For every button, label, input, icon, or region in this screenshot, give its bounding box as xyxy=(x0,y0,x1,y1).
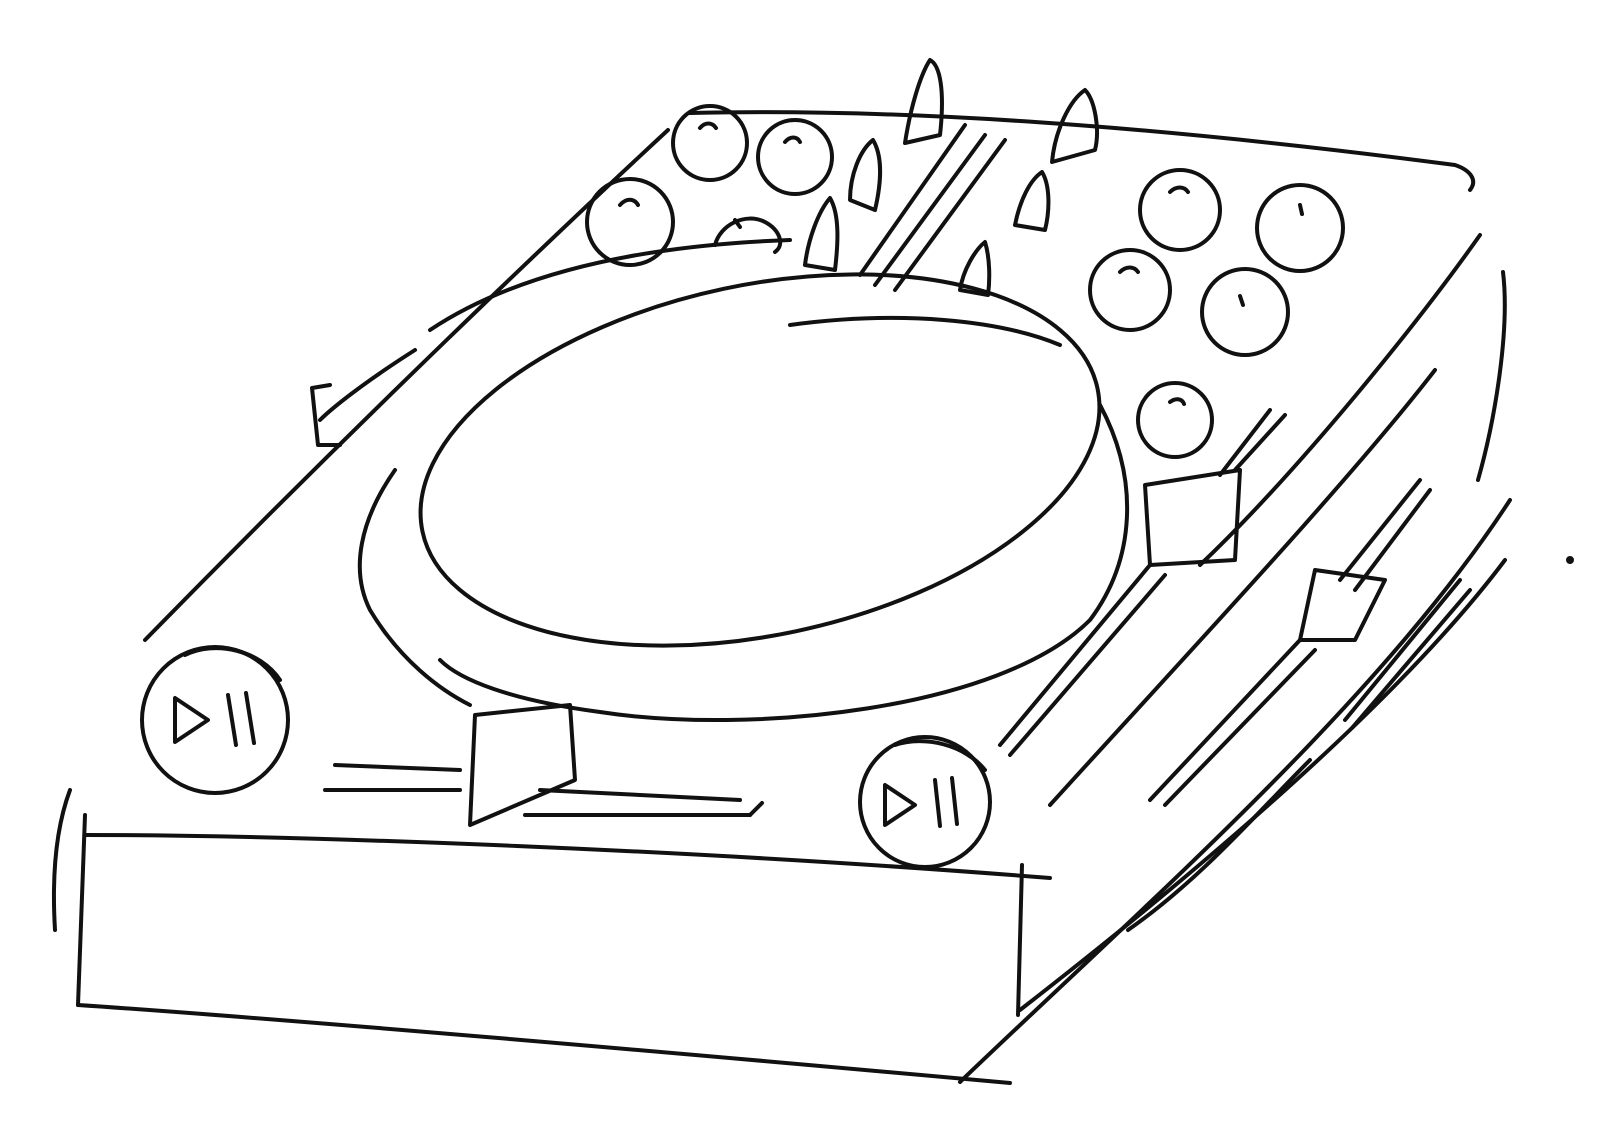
crossfader-end-stop xyxy=(748,801,764,817)
top-left-edge-lower xyxy=(318,348,417,422)
knob-right-2-indicator xyxy=(1298,203,1304,216)
pitch-slider-c-track[interactable] xyxy=(1343,578,1462,722)
left-bracket-mark xyxy=(310,383,342,447)
jog-wheel-top[interactable] xyxy=(386,217,1134,703)
knob-right-2[interactable] xyxy=(1255,183,1345,273)
knob-top-left-2[interactable] xyxy=(756,118,834,196)
jog-wheel[interactable] xyxy=(357,217,1134,722)
knob-top-left-2-indicator xyxy=(783,135,802,144)
center-track-1[interactable] xyxy=(858,123,967,277)
pitch-sliders xyxy=(998,408,1472,807)
knob-left-2-indicator xyxy=(733,218,742,229)
platter-rear-lip xyxy=(788,315,1062,347)
pointed-knob-1[interactable] xyxy=(903,58,944,145)
top-left-edge xyxy=(143,128,670,642)
knob-right-1-indicator xyxy=(1168,185,1190,194)
right-edge-long xyxy=(1048,368,1437,807)
front-face-top xyxy=(83,833,1052,880)
pause-icon-right-bar-1 xyxy=(933,778,942,828)
knob-right-4-indicator xyxy=(1238,294,1245,307)
pointed-knob-5[interactable] xyxy=(1013,170,1051,232)
knob-left-2[interactable] xyxy=(713,216,783,254)
center-tracks xyxy=(858,123,1007,292)
side-face-line xyxy=(1126,758,1312,932)
pitch-slider-b-lower-track[interactable] xyxy=(1148,638,1302,802)
pointed-knob-3[interactable] xyxy=(803,196,840,272)
platter-outer-arc-top xyxy=(428,238,792,332)
pointed-knob-4[interactable] xyxy=(1050,88,1099,164)
knob-right-5[interactable] xyxy=(1136,381,1214,459)
knob-top-left-1-indicator xyxy=(698,121,718,130)
pitch-slider-b-handle[interactable] xyxy=(1298,568,1387,642)
crossfader-track-left[interactable] xyxy=(333,763,462,772)
pitch-slider-a-lower-track-2 xyxy=(1008,573,1167,757)
knob-right-1[interactable] xyxy=(1138,168,1222,252)
front-face-bottom xyxy=(76,1003,1012,1085)
play-icon-left xyxy=(173,696,210,744)
pause-icon-left-bar-1 xyxy=(226,693,238,747)
crossfader xyxy=(323,703,764,827)
crossfader-track-right[interactable] xyxy=(538,788,742,802)
play-pause-button-right[interactable] xyxy=(858,735,992,869)
front-face-left xyxy=(76,813,87,1007)
knob-left-1-indicator xyxy=(618,197,640,207)
right-knob-cluster xyxy=(1088,168,1345,459)
play-pause-left[interactable] xyxy=(140,645,290,795)
top-surface-outline xyxy=(688,110,1476,192)
pause-icon-left-bar-2 xyxy=(244,691,256,745)
knob-right-4[interactable] xyxy=(1200,267,1290,357)
pitch-slider-b-track[interactable] xyxy=(1338,478,1422,582)
play-pause-right-rim xyxy=(893,739,987,772)
pointed-knob-2[interactable] xyxy=(848,138,883,212)
pitch-slider-c-track-2 xyxy=(1350,588,1472,730)
play-pause-left-rim xyxy=(183,646,282,682)
pitch-slider-a-track[interactable] xyxy=(1218,408,1272,477)
left-knob-cluster xyxy=(585,104,834,267)
pitch-slider-a-track-2 xyxy=(1233,413,1287,472)
knob-top-left-1[interactable] xyxy=(671,104,749,182)
crossfader-handle[interactable] xyxy=(468,703,577,827)
stray-dot xyxy=(1566,556,1574,564)
pitch-slider-b-lower-track-2 xyxy=(1163,648,1317,807)
controller-body xyxy=(51,110,1512,1085)
center-track-2[interactable] xyxy=(873,133,987,287)
knob-right-5-indicator xyxy=(1168,397,1186,406)
knob-right-3[interactable] xyxy=(1088,248,1172,332)
play-pause-button-left[interactable] xyxy=(140,645,290,795)
play-icon-right xyxy=(883,783,917,827)
jog-wheel-rim xyxy=(438,403,1130,722)
side-face-bottom-edge xyxy=(1018,558,1507,1012)
play-pause-right[interactable] xyxy=(858,735,992,869)
pitch-slider-a-lower-track[interactable] xyxy=(998,563,1152,747)
front-face-right xyxy=(1016,863,1024,1017)
side-face-bottom-edge-2 xyxy=(958,498,1512,1084)
front-face-left-outer xyxy=(51,788,72,932)
pause-icon-right-bar-2 xyxy=(950,776,959,826)
right-top-edge xyxy=(1198,233,1482,567)
right-edge-upper xyxy=(1476,270,1507,482)
pointed-knobs xyxy=(803,58,1099,297)
knob-left-1[interactable] xyxy=(585,177,675,267)
pointed-knob-6[interactable] xyxy=(958,240,992,297)
misc-marks xyxy=(310,383,1574,564)
pitch-slider-a-handle[interactable] xyxy=(1143,468,1242,567)
knob-right-3-indicator xyxy=(1118,265,1140,274)
center-track-3[interactable] xyxy=(893,138,1007,292)
pitch-slider-b-track-2 xyxy=(1353,488,1432,592)
platter-outer-arc xyxy=(357,468,472,707)
